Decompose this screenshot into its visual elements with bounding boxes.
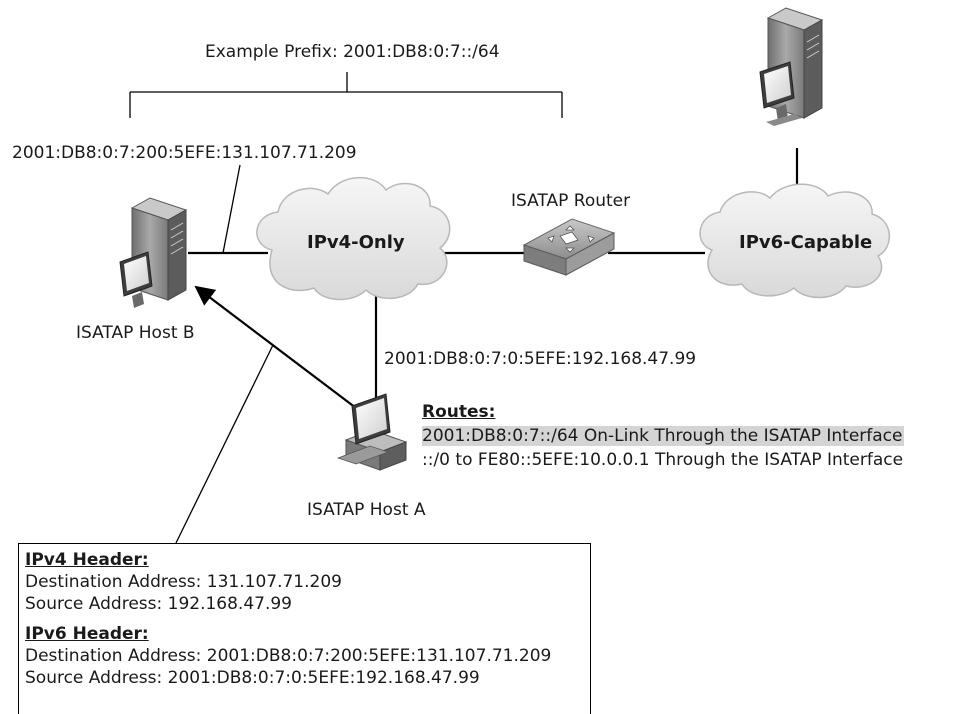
server-icon: [119, 197, 188, 308]
ipv4-src: Source Address: 192.168.47.99: [25, 594, 292, 614]
prefix-label: Example Prefix: 2001:DB8:0:7::/64: [205, 42, 500, 62]
route-item: ::/0 to FE80::5EFE:10.0.0.1 Through the …: [422, 450, 904, 470]
hostb-address: 2001:DB8:0:7:200:5EFE:131.107.71.209: [12, 143, 357, 163]
server-icon: [759, 7, 824, 126]
route-item: 2001:DB8:0:7::/64 On-Link Through the IS…: [422, 426, 905, 446]
ipv4-cloud-icon: [256, 176, 451, 301]
routes-panel: Routes: 2001:DB8:0:7::/64 On-Link Throug…: [422, 400, 905, 472]
workstation-icon: [336, 393, 408, 471]
ipv6-dest: Destination Address: 2001:DB8:0:7:200:5E…: [25, 646, 552, 666]
packet-header-box: IPv4 Header: Destination Address: 131.10…: [18, 543, 591, 714]
hostb-address-callout: [222, 164, 241, 254]
ipv4-dest: Destination Address: 131.107.71.209: [25, 572, 342, 592]
ipv6-cloud-icon: [699, 183, 891, 299]
hosta-label: ISATAP Host A: [307, 500, 426, 520]
hosta-address: 2001:DB8:0:7:0:5EFE:192.168.47.99: [384, 349, 697, 369]
ipv6-src: Source Address: 2001:DB8:0:7:0:5EFE:192.…: [25, 668, 480, 688]
routes-title: Routes:: [422, 402, 496, 422]
ipv4-cloud-label: IPv4-Only: [307, 232, 405, 253]
ipv6-header-title: IPv6 Header:: [25, 624, 149, 644]
packet-callout: [175, 344, 274, 544]
hostb-label: ISATAP Host B: [76, 323, 195, 343]
router-icon: [522, 218, 616, 276]
packet-arrow: [194, 285, 357, 409]
ipv4-header-title: IPv4 Header:: [25, 550, 149, 570]
prefix-bracket: [129, 72, 563, 118]
ipv6-cloud-label: IPv6-Capable: [739, 232, 873, 253]
network-links: [188, 148, 799, 402]
router-label: ISATAP Router: [511, 191, 631, 211]
